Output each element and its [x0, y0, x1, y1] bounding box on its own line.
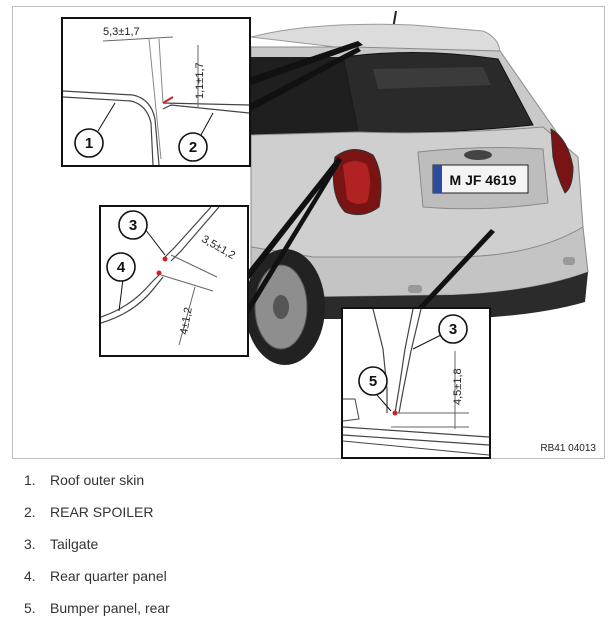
- svg-text:4: 4: [117, 259, 126, 276]
- car-illustration: M JF 4619: [245, 10, 589, 365]
- legend-item: 1. Roof outer skin: [24, 470, 170, 502]
- license-plate-text: M JF 4619: [450, 172, 517, 188]
- legend-number: 2.: [24, 504, 36, 520]
- legend-label: Roof outer skin: [50, 472, 145, 488]
- inset-tailgate-quarter-panel: 3,5±1,2 4±1,2 3 4: [99, 205, 249, 357]
- legend-number: 3.: [24, 536, 36, 552]
- legend-item: 2. REAR SPOILER: [24, 502, 170, 534]
- dim-label-roof-horizontal: 5,3±1,7: [103, 26, 140, 38]
- svg-text:3: 3: [129, 217, 137, 234]
- dim-label-bumper-vertical: 4,5±1,8: [452, 368, 464, 405]
- dim-label-side-vertical: 4±1,2: [178, 306, 195, 335]
- dim-label-side-diagonal: 3,5±1,2: [200, 233, 238, 262]
- callout-5: 5: [358, 366, 392, 412]
- legend-number: 4.: [24, 568, 36, 584]
- legend-number: 1.: [24, 472, 36, 488]
- figure: M JF 4619 5,3±1,7: [12, 6, 605, 459]
- svg-text:1: 1: [85, 135, 93, 152]
- figure-id: RB41 04013: [540, 443, 596, 454]
- svg-text:2: 2: [189, 139, 197, 156]
- inset-roof-spoiler: 5,3±1,7 1,1±1,7 1 2: [61, 17, 251, 167]
- dim-label-roof-vertical: 1,1±1,7: [194, 62, 206, 99]
- svg-text:5: 5: [369, 373, 377, 390]
- legend-label: Rear quarter panel: [50, 568, 167, 584]
- callout-2: 2: [178, 112, 214, 162]
- svg-text:3: 3: [449, 321, 457, 338]
- legend-number: 5.: [24, 600, 36, 616]
- legend-label: Bumper panel, rear: [50, 600, 170, 616]
- legend-item: 5. Bumper panel, rear: [24, 598, 170, 630]
- legend-item: 3. Tailgate: [24, 534, 170, 566]
- callout-3-bumper: 3: [412, 314, 468, 350]
- legend-list: 1. Roof outer skin 2. REAR SPOILER 3. Ta…: [24, 470, 170, 630]
- callout-1: 1: [74, 102, 116, 158]
- legend-label: REAR SPOILER: [50, 504, 154, 520]
- inset-bumper-panel: 4,5±1,8 3 5: [341, 307, 491, 459]
- callout-3: 3: [118, 210, 166, 256]
- callout-4: 4: [106, 252, 136, 312]
- legend-item: 4. Rear quarter panel: [24, 566, 170, 598]
- legend-label: Tailgate: [50, 536, 99, 552]
